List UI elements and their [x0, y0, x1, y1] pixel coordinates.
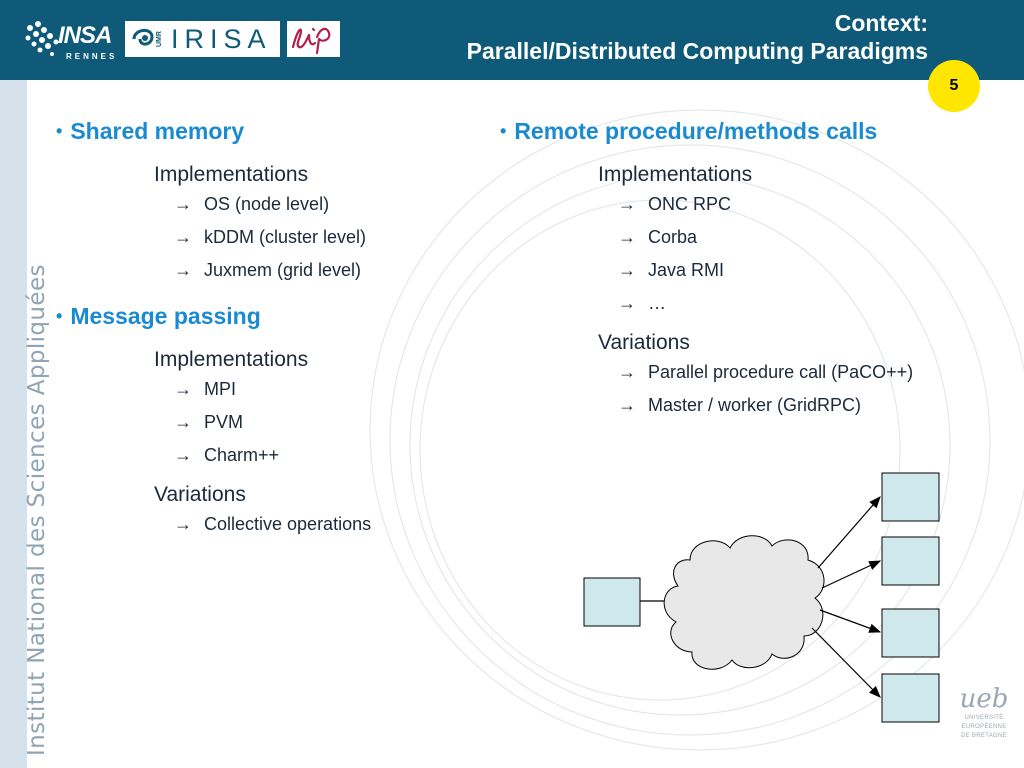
arrow-icon: →	[174, 194, 192, 214]
list-item: → Master / worker (GridRPC)	[618, 389, 990, 422]
list-item-text: Java RMI	[648, 260, 725, 280]
lip-logo	[287, 21, 340, 57]
rpc-var-label: Variations	[598, 331, 690, 354]
bullet-icon: •	[56, 121, 63, 141]
list-item: → PVM	[174, 406, 476, 439]
heading-shared-memory: Shared memory	[70, 118, 245, 144]
arrow-icon: →	[618, 362, 636, 382]
insa-name: INSA	[58, 22, 112, 49]
list-item-text: ONC RPC	[648, 194, 732, 214]
arrow-to-worker-2	[821, 560, 882, 589]
arrow-icon: →	[174, 412, 192, 432]
ueb-line-2: EUROPÉENNE	[961, 724, 1007, 730]
list-item: → MPI	[174, 373, 476, 406]
insa-logo: INSA RENNES	[22, 14, 122, 66]
list-item: → ONC RPC	[618, 188, 990, 221]
header-band: INSA RENNES UMR IRISA Context: Parallel/…	[0, 0, 1024, 80]
bullet-message-passing: • Message passing	[56, 301, 476, 331]
worker-box-2	[881, 536, 940, 586]
lip-script-icon	[291, 27, 331, 55]
heading-rpc: Remote procedure/methods calls	[514, 118, 878, 144]
arrow-icon: →	[618, 395, 636, 415]
arrow-icon: →	[618, 194, 636, 214]
list-item-text: kDDM (cluster level)	[204, 227, 367, 247]
irisa-umr-label: UMR	[156, 31, 163, 47]
list-item-text: OS (node level)	[204, 194, 330, 214]
bullet-icon: •	[500, 121, 507, 141]
list-item-text: Charm++	[204, 445, 280, 465]
irisa-swirl-icon	[132, 29, 154, 46]
slide-title: Context: Parallel/Distributed Computing …	[467, 9, 928, 65]
list-item: → Java RMI	[618, 254, 990, 287]
arrow-icon: →	[174, 514, 192, 534]
arrow-icon: →	[174, 445, 192, 465]
irisa-wordmark: IRISA	[171, 24, 272, 54]
ueb-logo: ueb UNIVERSITÉ EUROPÉENNE DE BRETAGNE	[952, 684, 1016, 764]
heading-message-passing: Message passing	[70, 303, 261, 329]
institution-vertical-text: Institut National des Sciences Appliquée…	[24, 264, 50, 756]
worker-box-4	[881, 673, 940, 723]
ueb-mark: ueb	[959, 684, 1009, 714]
bullet-rpc: • Remote procedure/methods calls	[500, 116, 990, 146]
rpc-impl-label: Implementations	[598, 163, 753, 186]
title-line-2: Parallel/Distributed Computing Paradigms	[466, 38, 928, 64]
list-item: →…	[618, 287, 990, 320]
arrow-icon: →	[174, 227, 192, 247]
list-item-text: MPI	[204, 379, 237, 399]
irisa-logo: UMR IRISA	[125, 21, 280, 57]
client-box	[583, 577, 641, 627]
list-item-text: Juxmem (grid level)	[204, 260, 362, 280]
list-item: → OS (node level)	[174, 188, 476, 221]
list-item: → kDDM (cluster level)	[174, 221, 476, 254]
arrow-icon: →	[618, 227, 636, 247]
ueb-line-1: UNIVERSITÉ	[964, 715, 1004, 721]
message-impl-label: Implementations	[154, 348, 309, 371]
arrow-to-worker-3	[819, 609, 882, 633]
list-item: → Parallel procedure call (PaCO++)	[618, 356, 990, 389]
left-column: • Shared memory Implementations → OS (nod…	[56, 116, 476, 541]
arrow-icon: →	[174, 379, 192, 399]
bullet-icon: •	[56, 306, 63, 326]
insa-city: RENNES	[66, 52, 118, 61]
worker-box-1	[881, 472, 940, 522]
shared-impl-label: Implementations	[154, 163, 309, 186]
worker-box-3	[881, 608, 940, 658]
ueb-line-3: DE BRETAGNE	[961, 733, 1007, 739]
list-item: → Collective operations	[174, 508, 476, 541]
arrow-icon: →	[174, 260, 192, 280]
list-item-text: Corba	[648, 227, 698, 247]
arrow-icon: →	[618, 293, 636, 313]
master-worker-diagram	[583, 472, 940, 723]
list-item: → Charm++	[174, 439, 476, 472]
list-item-text: Parallel procedure call (PaCO++)	[648, 362, 914, 382]
network-cloud	[663, 535, 825, 670]
title-line-1: Context:	[834, 10, 928, 36]
list-item: → Juxmem (grid level)	[174, 254, 476, 287]
list-item-text: Collective operations	[204, 514, 372, 534]
right-column: • Remote procedure/methods calls Impleme…	[500, 116, 990, 422]
arrow-icon: →	[618, 260, 636, 280]
arrow-to-worker-4	[811, 627, 881, 698]
arrow-to-worker-1	[817, 496, 881, 569]
insa-dots-icon	[25, 21, 59, 56]
side-band	[0, 80, 27, 768]
bullet-shared-memory: • Shared memory	[56, 116, 476, 146]
page-number-badge: 5	[928, 60, 980, 112]
list-item-text: Master / worker (GridRPC)	[648, 395, 862, 415]
list-item: → Corba	[618, 221, 990, 254]
list-item-text: …	[648, 293, 666, 313]
list-item-text: PVM	[204, 412, 244, 432]
message-var-label: Variations	[154, 483, 246, 506]
